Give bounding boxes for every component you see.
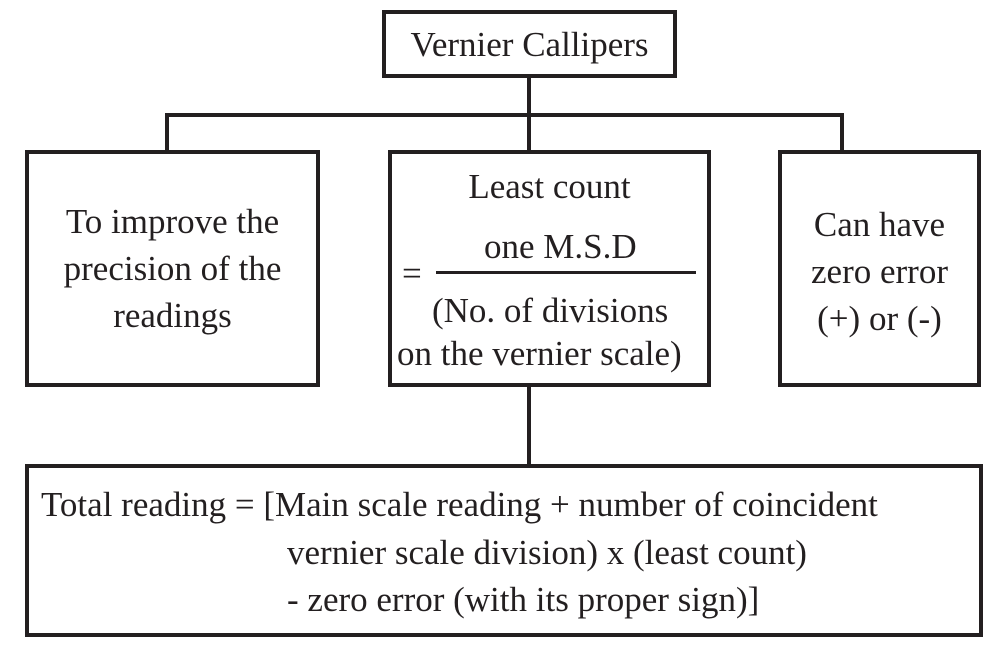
purpose-line-2: precision of the [63, 249, 282, 288]
purpose-line-1: To improve the [65, 202, 280, 241]
least-count-box: Least count one M.S.D = (No. of division… [388, 150, 711, 387]
purpose-line-3: readings [113, 296, 232, 335]
total-reading-box: Total reading = [Main scale reading + nu… [25, 464, 983, 637]
purpose-box: To improve the precision of the readings [25, 150, 320, 387]
zero-error-line-1: Can have [813, 205, 946, 244]
least-count-numerator: one M.S.D [484, 227, 637, 266]
equals-sign: = [402, 254, 422, 293]
total-reading-line-2: vernier scale division) x (least count) [287, 533, 807, 572]
connector-title-down [527, 76, 531, 115]
zero-error-box: Can have zero error (+) or (-) [778, 150, 981, 387]
connector-center-drop [527, 113, 531, 153]
fraction-bar [436, 271, 696, 274]
connector-left-drop [165, 113, 169, 153]
least-count-denominator-2: on the vernier scale) [397, 334, 682, 373]
diagram-title: Vernier Callipers [410, 25, 649, 64]
connector-right-drop [840, 113, 844, 153]
connector-center-to-bottom [527, 386, 531, 466]
zero-error-line-2: zero error [811, 252, 948, 291]
title-box: Vernier Callipers [382, 10, 677, 78]
connector-horizontal-bar [165, 113, 844, 117]
zero-error-line-3: (+) or (-) [817, 299, 942, 338]
total-reading-line-3: - zero error (with its proper sign)] [287, 580, 760, 619]
least-count-heading: Least count [468, 167, 631, 206]
total-reading-line-1: Total reading = [Main scale reading + nu… [41, 485, 878, 524]
least-count-denominator-1: (No. of divisions [432, 291, 669, 330]
